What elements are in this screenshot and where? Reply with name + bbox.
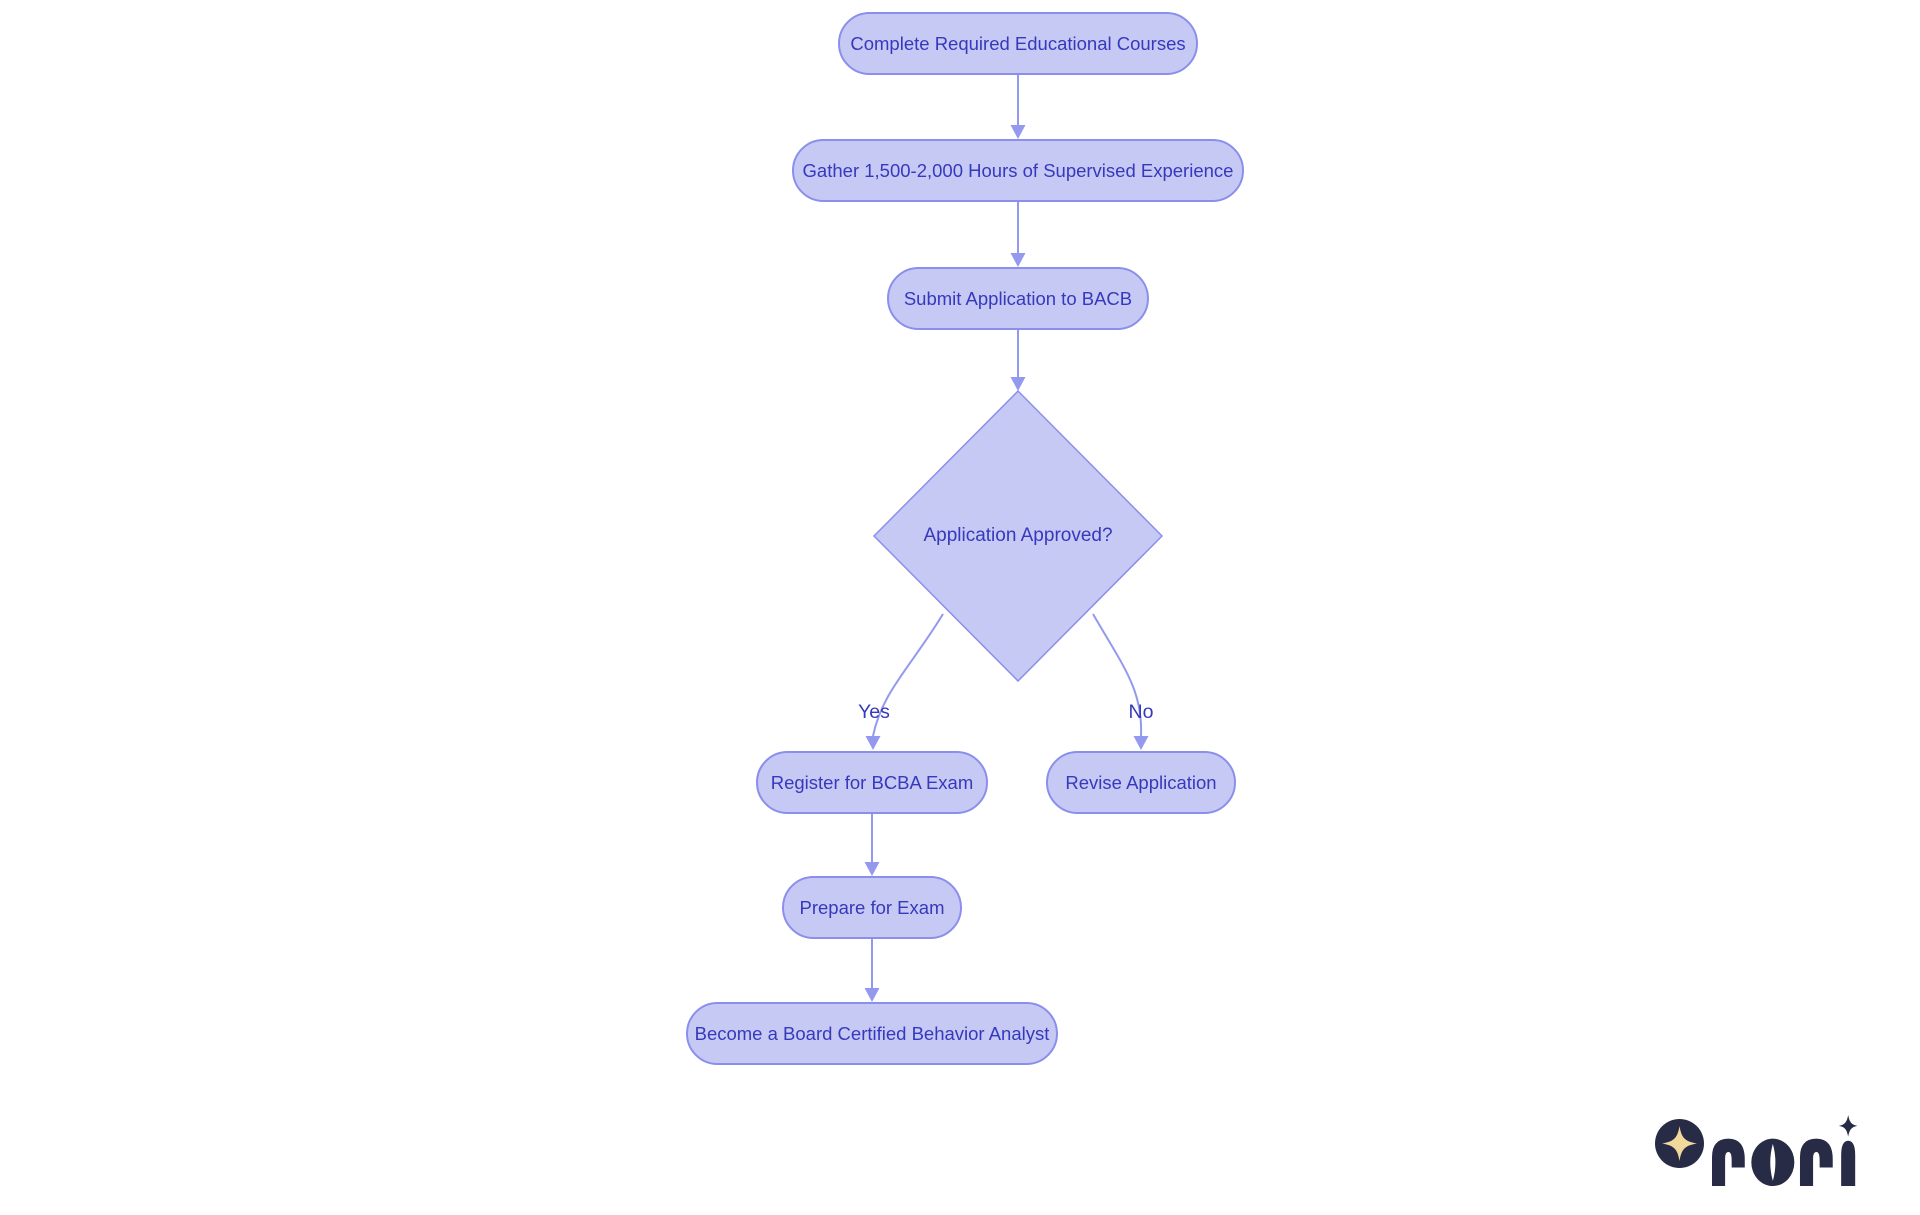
node-revise-application-label: Revise Application — [1065, 771, 1217, 793]
node-prepare-exam-label: Prepare for Exam — [799, 896, 945, 918]
circle-sparkle-icon — [1655, 1119, 1704, 1168]
node-prepare-exam: Prepare for Exam — [782, 876, 962, 939]
rori-logo: rori — [1655, 1114, 1858, 1186]
node-become-bcba: Become a Board Certified Behavior Analys… — [686, 1002, 1058, 1065]
decision-diamond-shape — [872, 389, 1164, 683]
node-register-exam: Register for BCBA Exam — [756, 751, 988, 814]
arrowhead-icon — [1010, 377, 1026, 391]
arrowhead-icon — [864, 862, 880, 876]
node-revise-application: Revise Application — [1046, 751, 1236, 814]
node-submit-application: Submit Application to BACB — [887, 267, 1149, 330]
node-application-approved: Application Approved? — [898, 514, 1138, 558]
edge-decision-no — [1092, 613, 1143, 737]
arrowhead-icon — [864, 988, 880, 1002]
node-register-exam-label: Register for BCBA Exam — [770, 771, 974, 793]
edge-label-yes: Yes — [858, 700, 890, 723]
arrowhead-icon — [1010, 253, 1026, 267]
node-complete-courses-label: Complete Required Educational Courses — [850, 32, 1186, 54]
node-application-approved-label: Application Approved? — [923, 525, 1113, 546]
arrowhead-icon — [1010, 125, 1026, 139]
edge-decision-yes — [872, 613, 944, 737]
rori-wordmark — [1712, 1115, 1858, 1186]
node-become-bcba-label: Become a Board Certified Behavior Analys… — [694, 1022, 1050, 1044]
node-gather-hours: Gather 1,500-2,000 Hours of Supervised E… — [792, 139, 1244, 202]
arrowhead-icon — [1133, 736, 1149, 750]
node-gather-hours-label: Gather 1,500-2,000 Hours of Supervised E… — [802, 159, 1234, 181]
sparkle-icon — [1838, 1115, 1858, 1137]
arrowhead-icon — [865, 736, 881, 750]
edge-label-no: No — [1128, 700, 1154, 723]
node-complete-courses: Complete Required Educational Courses — [838, 12, 1198, 75]
sparkle-icon — [1662, 1126, 1697, 1161]
node-submit-application-label: Submit Application to BACB — [903, 287, 1133, 309]
